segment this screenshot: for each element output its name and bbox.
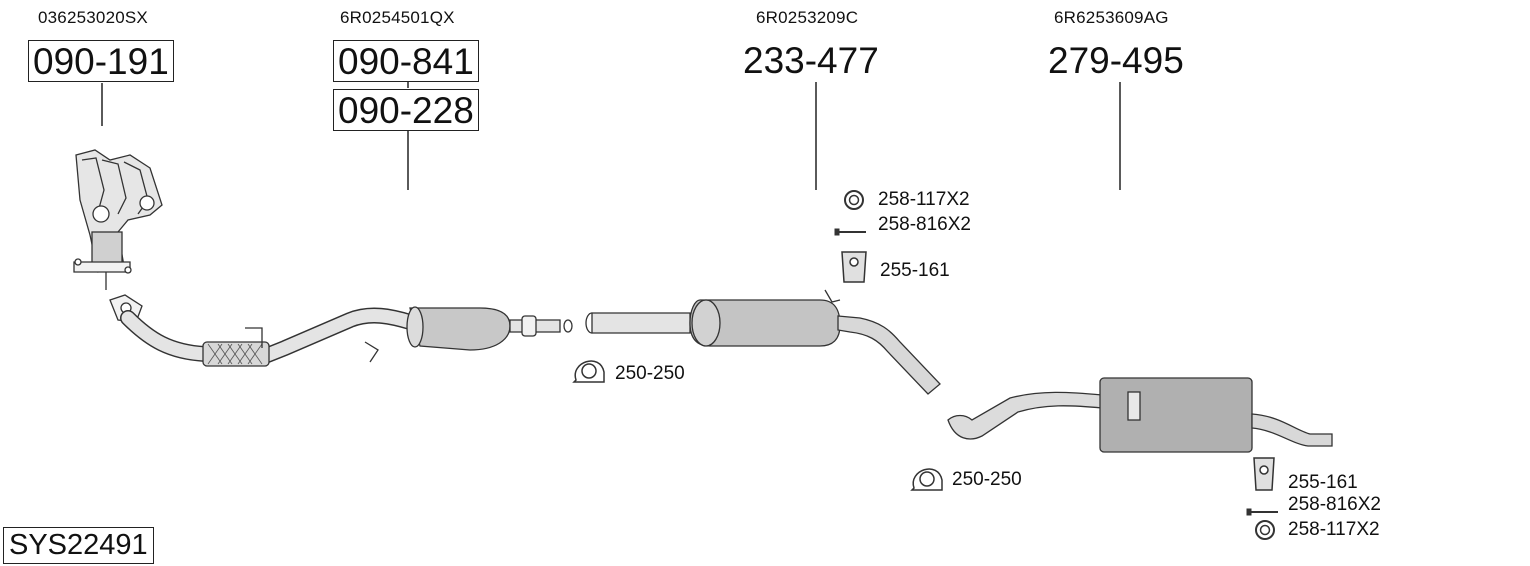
- system-code: SYS22491: [3, 527, 154, 564]
- accessory-clamp-rear: 250-250: [952, 469, 1022, 490]
- clamp-icon: [572, 360, 605, 383]
- hanger-icon: [1253, 457, 1275, 491]
- part-number-catalyst-alt: 090-228: [333, 89, 479, 131]
- accessory-clamp-front: 250-250: [615, 363, 685, 384]
- hanger-icon: [841, 251, 867, 283]
- center-silencer: [585, 289, 941, 395]
- accessory-rear-hanger: 255-161: [1288, 472, 1358, 493]
- oem-number-center-silencer: 6R0253209C: [756, 8, 859, 27]
- part-number-center-silencer: 233-477: [743, 40, 879, 81]
- ring-icon: [844, 190, 864, 210]
- accessory-center-bolt: 258-816X2: [878, 214, 971, 235]
- ring-icon: [1255, 520, 1275, 540]
- oem-number-rear-silencer: 6R6253609AG: [1054, 8, 1169, 27]
- accessory-rear-bolt: 258-816X2: [1288, 494, 1381, 515]
- accessory-center-ring: 258-117X2: [878, 189, 970, 210]
- rear-silencer: [947, 377, 1333, 453]
- front-pipe-catalyst: [109, 294, 573, 367]
- oem-number-manifold: 036253020SX: [38, 8, 148, 27]
- part-number-catalyst: 090-841: [333, 40, 479, 82]
- bolt-icon: [834, 228, 866, 236]
- part-number-manifold: 090-191: [28, 40, 174, 82]
- accessory-center-hanger: 255-161: [880, 260, 950, 281]
- bolt-icon: [1246, 508, 1278, 516]
- clamp-icon: [910, 468, 943, 491]
- oem-number-catalyst: 6R0254501QX: [340, 8, 455, 27]
- part-number-rear-silencer: 279-495: [1048, 40, 1184, 81]
- exhaust-manifold: [73, 149, 163, 290]
- accessory-rear-ring: 258-117X2: [1288, 519, 1380, 540]
